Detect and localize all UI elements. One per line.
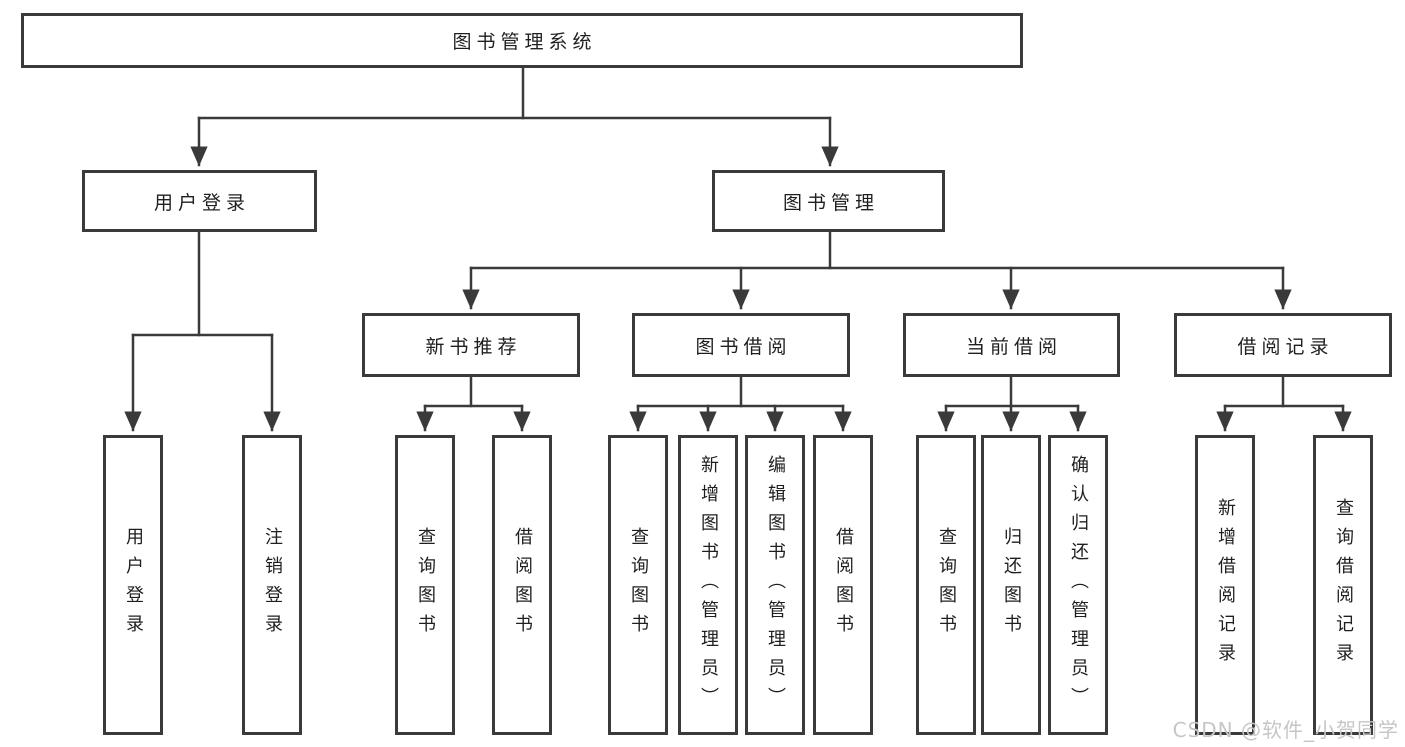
leaf-logout: 注销登录 [242,435,302,735]
node-user-login-label: 用户登录 [153,191,250,214]
node-root-label: 图书管理系统 [452,31,597,53]
leaf-return-book-label: 归还图书 [1001,527,1022,643]
leaf-query-borrow-record: 查询借阅记录 [1313,435,1373,735]
node-book-management-label: 图书管理 [782,191,879,214]
node-book-management: 图书管理 [712,170,945,232]
leaf-add-book-admin: 新增图书（管理员） [678,435,738,735]
node-book-borrowing: 图书借阅 [632,313,850,377]
node-new-book-recommend-label: 新书推荐 [425,335,522,358]
leaf-query-book-borrowing-label: 查询图书 [628,527,649,643]
leaf-borrow-book-label: 借阅图书 [833,527,854,643]
leaf-confirm-return-admin: 确认归还（管理员） [1048,435,1108,735]
leaf-confirm-return-admin-label: 确认归还（管理员） [1068,454,1089,716]
leaf-return-book: 归还图书 [981,435,1041,735]
node-current-borrowing-label: 当前借阅 [965,335,1062,358]
node-new-book-recommend: 新书推荐 [362,313,580,377]
leaf-borrow-book-recommend: 借阅图书 [492,435,552,735]
leaf-query-book-current-label: 查询图书 [936,527,957,643]
leaf-user-login: 用户登录 [103,435,163,735]
leaf-borrow-book: 借阅图书 [813,435,873,735]
leaf-add-borrow-record: 新增借阅记录 [1195,435,1255,735]
csdn-watermark: CSDN @软件_小贺同学 [1172,718,1399,742]
leaf-query-book-current: 查询图书 [916,435,976,735]
node-user-login: 用户登录 [82,170,317,232]
node-borrowing-records-label: 借阅记录 [1237,335,1334,358]
leaf-query-book-borrowing: 查询图书 [608,435,668,735]
leaf-query-book-recommend-label: 查询图书 [415,527,436,643]
leaf-logout-label: 注销登录 [262,527,283,643]
leaf-query-book-recommend: 查询图书 [395,435,455,735]
leaf-user-login-label: 用户登录 [123,527,144,643]
leaf-edit-book-admin: 编辑图书（管理员） [745,435,805,735]
leaf-add-borrow-record-label: 新增借阅记录 [1215,498,1236,672]
node-root-system: 图书管理系统 [21,13,1023,68]
node-current-borrowing: 当前借阅 [903,313,1120,377]
leaf-edit-book-admin-label: 编辑图书（管理员） [765,454,786,716]
node-borrowing-records: 借阅记录 [1174,313,1392,377]
leaf-query-borrow-record-label: 查询借阅记录 [1333,498,1354,672]
leaf-add-book-admin-label: 新增图书（管理员） [698,454,719,716]
node-book-borrowing-label: 图书借阅 [695,335,792,358]
leaf-borrow-book-recommend-label: 借阅图书 [512,527,533,643]
